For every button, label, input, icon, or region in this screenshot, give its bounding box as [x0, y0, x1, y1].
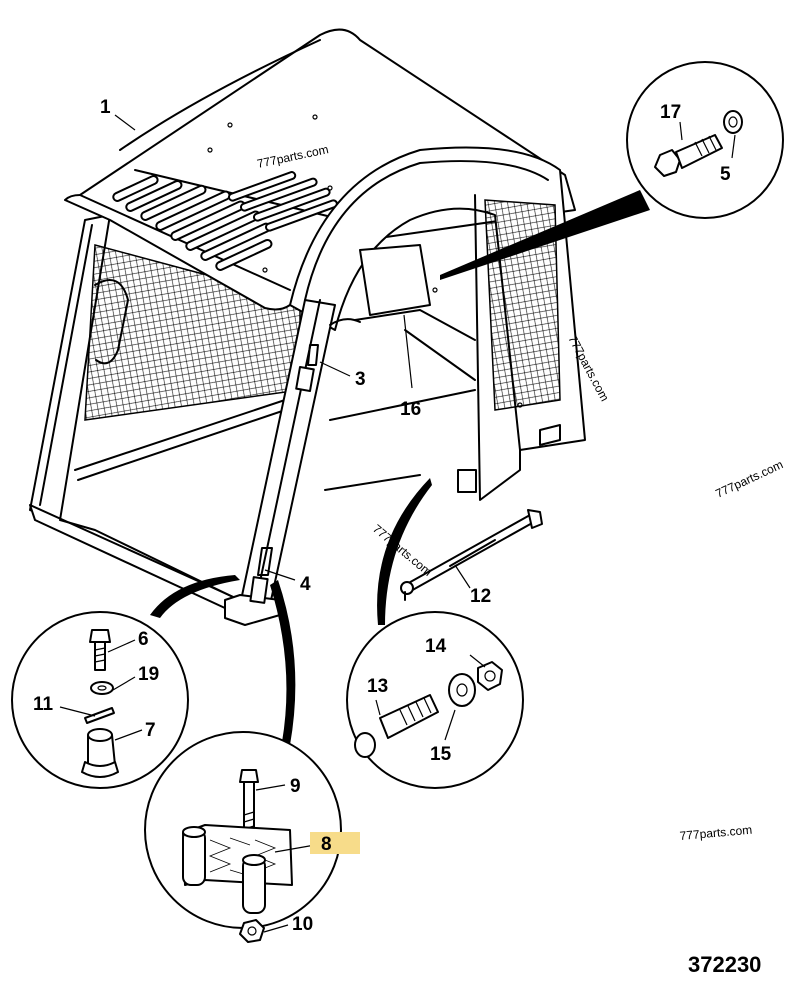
callout-6[interactable]: 6: [138, 629, 149, 650]
roof-vent-slots: [112, 171, 338, 271]
detail-strut-mount: [346, 478, 524, 789]
callout-4[interactable]: 4: [300, 574, 311, 595]
detail-hinge-bolt: [440, 61, 784, 280]
callout-15[interactable]: 15: [430, 744, 452, 765]
callout-3[interactable]: 3: [355, 369, 366, 390]
callout-8[interactable]: 8: [321, 834, 332, 855]
callout-19[interactable]: 19: [138, 664, 159, 685]
callout-7[interactable]: 7: [145, 720, 156, 741]
callout-10[interactable]: 10: [292, 914, 313, 935]
callout-11[interactable]: 11: [33, 694, 54, 715]
watermark: 777parts.com: [713, 457, 785, 500]
leader-lines: [59, 114, 736, 933]
detail-post-mount: [11, 575, 240, 789]
callout-12[interactable]: 12: [470, 586, 491, 607]
callout-1[interactable]: 1: [100, 97, 111, 118]
callout-17[interactable]: 17: [660, 102, 681, 123]
cab-frame: [29, 28, 586, 626]
callout-13[interactable]: 13: [367, 676, 388, 697]
watermark: 777parts.com: [679, 823, 753, 843]
detail-door-hinge: [144, 580, 342, 943]
part-8-highlight: [310, 832, 360, 854]
callout-16[interactable]: 16: [400, 399, 421, 420]
part-callouts[interactable]: 1 3 4 5 6 7 8 9 10 11 12 13 14 15 16 17 …: [33, 97, 731, 935]
diagram-reference-number: 372230: [688, 952, 761, 977]
callout-14[interactable]: 14: [425, 636, 447, 657]
callout-5[interactable]: 5: [720, 164, 731, 185]
gas-strut: [400, 509, 543, 601]
callout-9[interactable]: 9: [290, 776, 301, 797]
